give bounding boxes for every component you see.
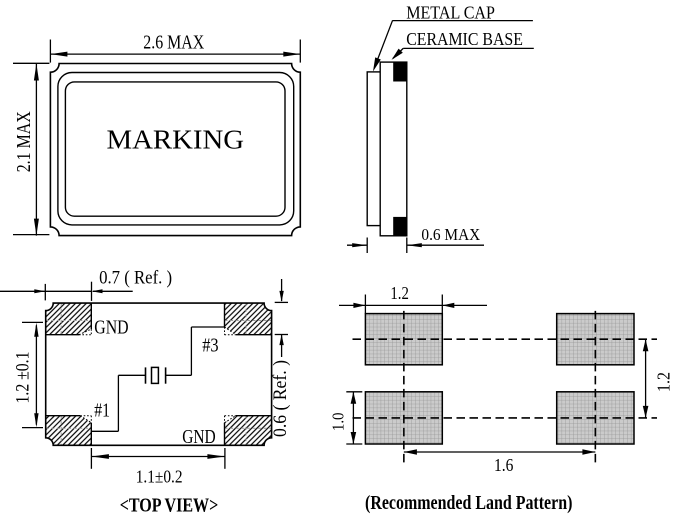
svg-text:1.0: 1.0 <box>329 412 348 431</box>
svg-text:#3: #3 <box>202 334 218 356</box>
svg-text:METAL CAP: METAL CAP <box>406 3 495 23</box>
svg-text:GND: GND <box>94 318 128 339</box>
svg-text:1.2 ±0.1: 1.2 ±0.1 <box>13 352 34 404</box>
svg-text:0.6 ( Ref. ): 0.6 ( Ref. ) <box>270 360 291 437</box>
svg-text:1.6: 1.6 <box>494 455 514 475</box>
svg-text:MARKING: MARKING <box>107 125 245 155</box>
svg-text:1.2: 1.2 <box>390 283 409 303</box>
svg-text:0.7 ( Ref. ): 0.7 ( Ref. ) <box>99 268 172 289</box>
svg-text:<TOP VIEW>: <TOP VIEW> <box>120 495 219 517</box>
svg-text:CERAMIC BASE: CERAMIC BASE <box>406 29 523 49</box>
svg-text:1.2: 1.2 <box>654 372 674 392</box>
svg-text:2.1 MAX: 2.1 MAX <box>14 111 35 172</box>
svg-text:(Recommended Land Pattern): (Recommended Land Pattern) <box>365 492 572 514</box>
svg-text:GND: GND <box>182 427 216 448</box>
svg-text:2.6 MAX: 2.6 MAX <box>143 33 204 54</box>
svg-text:0.6 MAX: 0.6 MAX <box>421 225 480 244</box>
svg-text:#1: #1 <box>94 399 110 421</box>
svg-text:1.1±0.2: 1.1±0.2 <box>136 466 183 486</box>
